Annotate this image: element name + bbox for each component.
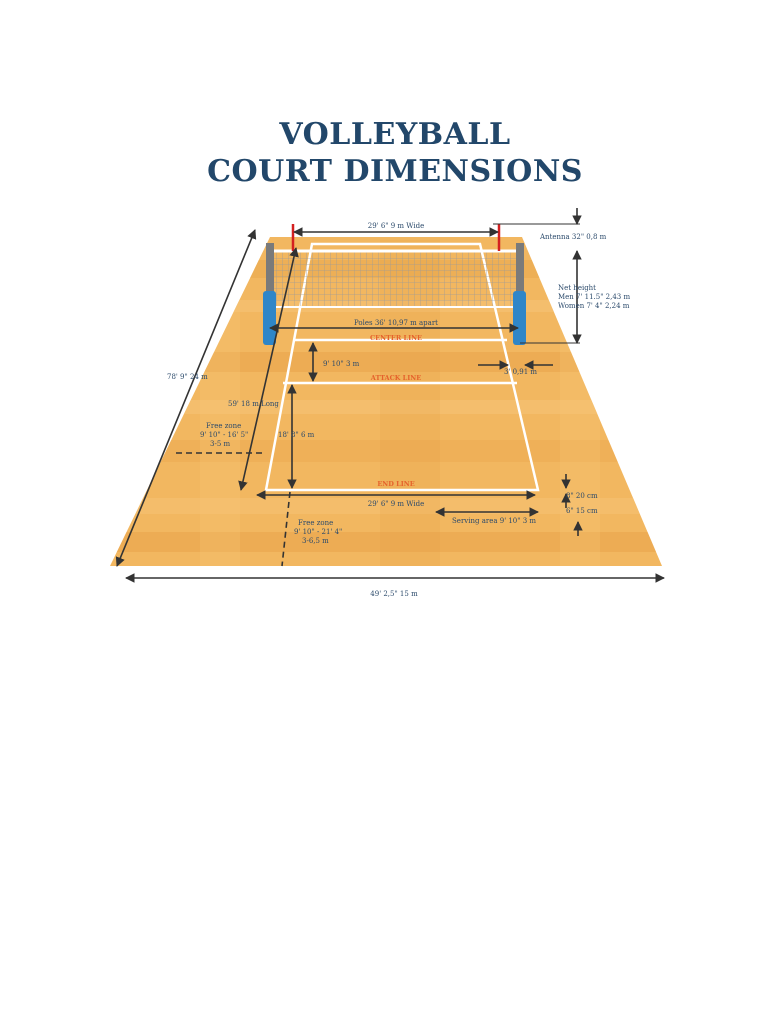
label-half-court: 18' 8" 6 m xyxy=(278,431,315,439)
label-bottom-width: 29' 6" 9 m Wide xyxy=(368,500,424,508)
line-name-labels: CENTER LINE ATTACK LINE END LINE xyxy=(370,334,422,488)
diagram-title-line-1: VOLLEYBALL xyxy=(279,117,511,152)
label-service-offset: 6" 15 cm xyxy=(566,507,598,515)
label-overall-length: 78' 9" 24 m xyxy=(167,373,208,381)
dimension-arrows xyxy=(115,208,665,583)
net-mesh xyxy=(274,251,520,307)
label-net-height-women: Women 7' 4" 2,24 m xyxy=(558,302,630,310)
label-free-zone-back-ft: 9' 10" - 21' 4" xyxy=(294,528,342,536)
dimension-labels: 29' 6" 9 m Wide Antenna 32" 0,8 m Net he… xyxy=(167,222,630,598)
label-free-zone-back-m: 3-6,5 m xyxy=(302,537,329,545)
label-end-line: END LINE xyxy=(377,480,414,488)
label-center-line: CENTER LINE xyxy=(370,334,422,342)
label-free-zone-side-ft: 9' 10" - 16' 5" xyxy=(200,431,248,439)
label-top-width: 29' 6" 9 m Wide xyxy=(368,222,424,230)
label-free-zone-side-m: 3-5 m xyxy=(210,440,230,448)
label-net-height-men: Men 7' 11.5" 2,43 m xyxy=(558,293,630,301)
label-overall-width: 49' 2,5" 15 m xyxy=(370,590,418,598)
arrow-overall-length xyxy=(115,229,257,567)
label-antenna: Antenna 32" 0,8 m xyxy=(539,233,607,241)
label-poles: Poles 36' 10,97 m apart xyxy=(354,319,438,327)
arrow-court-length xyxy=(238,247,299,491)
label-pole-offset: 3' 0,91 m xyxy=(504,368,537,376)
label-attack-line: ATTACK LINE xyxy=(370,374,421,382)
label-serving-area: Serving area 9' 10" 3 m xyxy=(452,517,536,525)
free-zone-guides xyxy=(176,452,291,567)
label-court-length: 59' 18 m Long xyxy=(228,400,279,408)
label-line-width: 8" 20 cm xyxy=(566,492,598,500)
label-attack-zone: 9' 10" 3 m xyxy=(323,360,360,368)
label-net-height-title: Net height xyxy=(558,284,596,292)
diagram-title-line-2: COURT DIMENSIONS xyxy=(207,154,583,189)
label-free-zone-back-title: Free zone xyxy=(298,519,333,527)
label-free-zone-side-title: Free zone xyxy=(206,422,241,430)
